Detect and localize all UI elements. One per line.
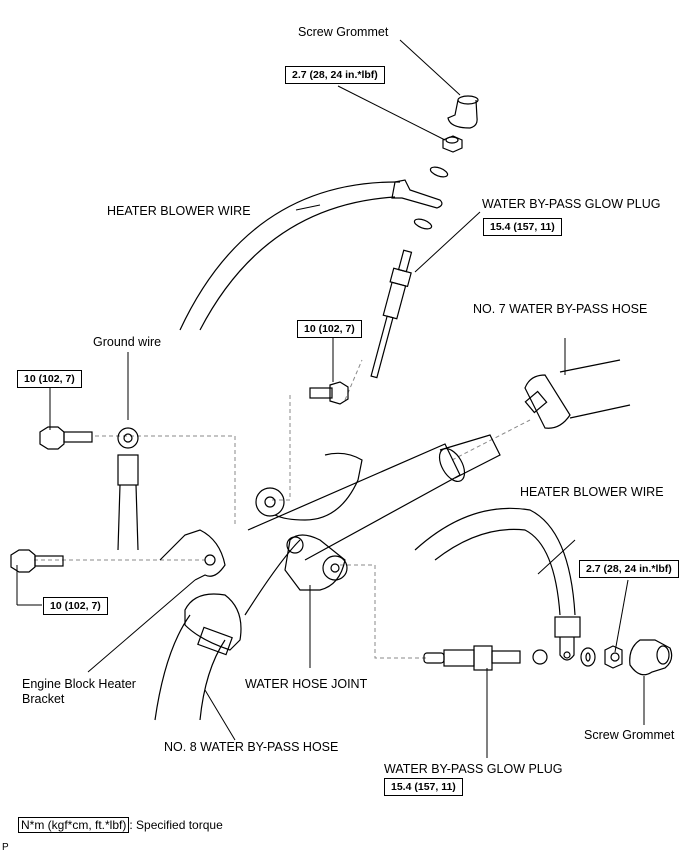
- water-hose-joint: [247, 434, 501, 591]
- label-engine-block-heater-bracket-2: Bracket: [22, 692, 65, 706]
- glow-plug-bottom: [423, 645, 521, 671]
- label-glow-plug-bottom: WATER BY-PASS GLOW PLUG: [384, 762, 563, 776]
- torque-bolt-bracket: 10 (102, 7): [43, 597, 108, 615]
- torque-bolt-ground: 10 (102, 7): [17, 370, 82, 388]
- legend-text: : Specified torque: [129, 818, 223, 832]
- torque-nut-top: 2.7 (28, 24 in.*lbf): [285, 66, 385, 84]
- label-engine-block-heater-bracket-1: Engine Block Heater: [22, 677, 136, 691]
- heater-blower-wire-right: [414, 507, 581, 661]
- screw-grommet-bottom: [629, 639, 673, 676]
- label-no7-hose: NO. 7 WATER BY-PASS HOSE: [473, 302, 648, 316]
- label-glow-plug-top: WATER BY-PASS GLOW PLUG: [482, 197, 661, 211]
- label-heater-blower-wire-right: HEATER BLOWER WIRE: [520, 485, 664, 499]
- figure-code: P: [2, 842, 9, 853]
- torque-legend: N*m (kgf*cm, ft.*lbf): Specified torque: [18, 817, 223, 833]
- bolt-bracket: [10, 549, 64, 573]
- label-no8-hose: NO. 8 WATER BY-PASS HOSE: [164, 740, 339, 754]
- washer-bottom-2: [580, 647, 596, 667]
- washer-bottom-2-hole: [585, 652, 591, 662]
- washer-bottom-1: [532, 649, 548, 665]
- label-ground-wire: Ground wire: [93, 335, 162, 349]
- label-water-hose-joint: WATER HOSE JOINT: [245, 677, 368, 691]
- bolt-ground: [39, 426, 93, 450]
- label-heater-blower-wire-top: HEATER BLOWER WIRE: [107, 204, 251, 218]
- nut-bottom: [604, 645, 623, 669]
- torque-glow-plug-top: 15.4 (157, 11): [483, 218, 562, 236]
- screw-grommet-top: [447, 95, 479, 129]
- heater-blower-wire-top: [179, 179, 443, 331]
- glow-plug-top: [370, 249, 413, 379]
- torque-glow-plug-bottom: 15.4 (157, 11): [384, 778, 463, 796]
- engine-block-heater-bracket: [159, 529, 226, 581]
- ground-wire: [117, 427, 139, 551]
- leader-lines: [16, 39, 645, 758]
- nut-top: [442, 135, 463, 153]
- torque-bolt-center: 10 (102, 7): [297, 320, 362, 338]
- no8-water-bypass-hose: [154, 539, 301, 721]
- legend-unit: N*m (kgf*cm, ft.*lbf): [18, 817, 130, 833]
- bolt-center: [309, 381, 349, 405]
- washer-top-1: [429, 166, 449, 178]
- label-screw-grommet-bottom: Screw Grommet: [584, 728, 675, 742]
- torque-nut-right: 2.7 (28, 24 in.*lbf): [579, 560, 679, 578]
- no7-water-bypass-hose: [524, 359, 631, 429]
- label-screw-grommet-top: Screw Grommet: [298, 25, 389, 39]
- washer-top-2: [413, 218, 433, 230]
